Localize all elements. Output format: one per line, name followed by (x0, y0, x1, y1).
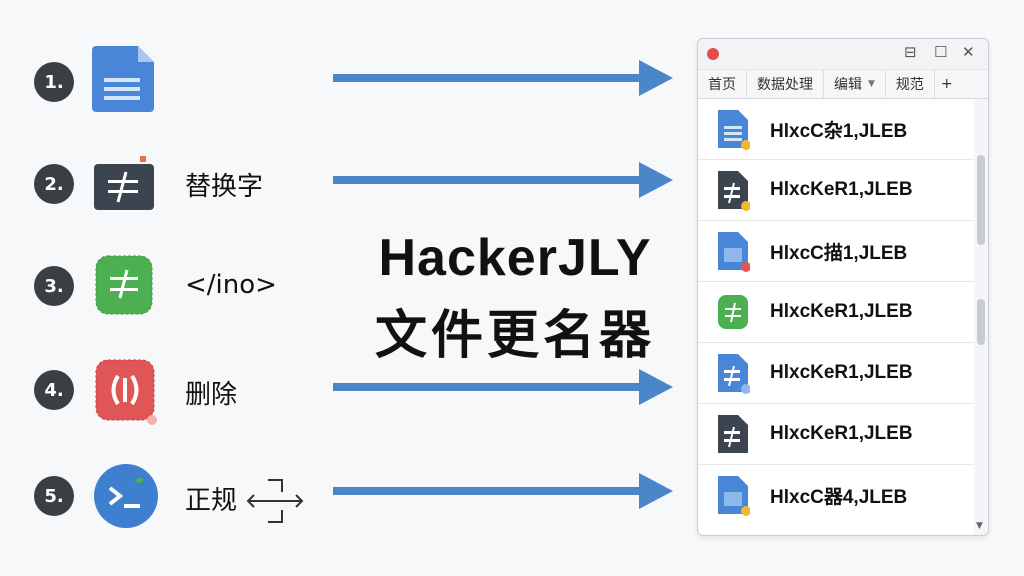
step-label: 替换字 (185, 172, 264, 202)
tab-spec[interactable]: 规范 (886, 70, 935, 98)
status-badge (741, 506, 750, 516)
tab-more-button[interactable]: + (940, 76, 953, 92)
step-number: 1. (34, 62, 74, 102)
file-list: HlxcC杂1,JLEB HlxcKeR1,JLEB HlxcC描1,JLEB … (698, 99, 974, 525)
tab-edit-label: 编辑 (834, 77, 862, 93)
replace-text-icon[interactable] (92, 154, 160, 226)
replace-green-icon[interactable] (92, 252, 160, 324)
blue-doc-icon (718, 476, 750, 516)
maximize-icon[interactable]: ☐ (934, 43, 948, 61)
minimize-icon[interactable]: ⊟ (904, 43, 917, 61)
arrow-4 (333, 473, 673, 509)
arrow-1 (333, 60, 673, 96)
file-name: HlxcC器4,JLEB (770, 486, 908, 508)
status-badge (741, 384, 750, 394)
step-number: 5. (34, 476, 74, 516)
file-name: HlxcKeR1,JLEB (770, 362, 913, 383)
file-name: HlxcKeR1,JLEB (770, 423, 913, 444)
chevron-down-icon: ▼ (868, 79, 875, 89)
list-item[interactable]: HlxcC杂1,JLEB (698, 99, 974, 160)
list-item[interactable]: HlxcC器4,JLEB (698, 465, 974, 525)
step-number: 4. (34, 370, 74, 410)
document-icon[interactable] (92, 42, 160, 114)
arrow-3 (333, 369, 673, 405)
step-label: 正规 (185, 486, 238, 516)
step-5: 5. 正规 (0, 462, 330, 542)
status-badge (741, 262, 750, 272)
step-4: 4. 删除 (0, 356, 330, 436)
list-item[interactable]: HlxcKeR1,JLEB (698, 160, 974, 221)
list-item[interactable]: HlxcC描1,JLEB (698, 221, 974, 282)
scrollbar[interactable]: ▼ (974, 99, 988, 535)
file-name: HlxcC杂1,JLEB (770, 120, 908, 142)
close-icon[interactable]: ✕ (962, 43, 975, 61)
file-name: HlxcKeR1,JLEB (770, 301, 913, 322)
step-number: 3. (34, 266, 74, 306)
blue-doc-icon (718, 110, 750, 150)
step-1: 1. (0, 42, 330, 122)
file-name: HlxcC描1,JLEB (770, 242, 908, 264)
app-title: HackerJLY (378, 229, 652, 287)
tab-edit[interactable]: 编辑 ▼ (824, 70, 886, 98)
list-item[interactable]: HlxcKeR1,JLEB (698, 343, 974, 404)
list-item[interactable]: HlxcKeR1,JLEB (698, 404, 974, 465)
step-label: 删除 (185, 380, 238, 410)
window-titlebar: ⊟ ☐ ✕ (698, 39, 988, 69)
green-replace-icon (718, 295, 748, 329)
tab-bar: 首页 数据处理 编辑 ▼ 规范 + (698, 69, 988, 99)
swap-arrows-icon (246, 479, 304, 523)
step-number: 2. (34, 164, 74, 204)
regex-shuffle-icon[interactable] (92, 462, 160, 534)
file-name: HlxcKeR1,JLEB (770, 179, 913, 200)
tab-home[interactable]: 首页 (698, 70, 747, 98)
close-dot-icon[interactable] (707, 48, 719, 60)
scroll-down-icon[interactable]: ▼ (976, 521, 983, 531)
scrollbar-thumb[interactable] (977, 299, 985, 345)
delete-symbol-icon[interactable] (92, 356, 160, 428)
file-window: ⊟ ☐ ✕ 首页 数据处理 编辑 ▼ 规范 + HlxcC杂1,JLEB Hlxc… (697, 38, 989, 536)
app-subtitle: 文件更名器 (374, 306, 655, 366)
step-label: </ino> (185, 270, 277, 300)
dark-doc-icon (718, 415, 748, 453)
dark-doc-icon (718, 171, 750, 211)
step-3: 3. </ino> (0, 250, 330, 330)
blue-doc-icon (718, 232, 750, 272)
scrollbar-thumb[interactable] (977, 155, 985, 245)
arrow-2 (333, 162, 673, 198)
status-badge (741, 140, 750, 150)
status-badge (741, 201, 750, 211)
step-2: 2. 替换字 (0, 150, 330, 230)
blue-replace-icon (718, 354, 750, 394)
list-item[interactable]: HlxcKeR1,JLEB (698, 282, 974, 343)
tab-data[interactable]: 数据处理 (747, 70, 824, 98)
